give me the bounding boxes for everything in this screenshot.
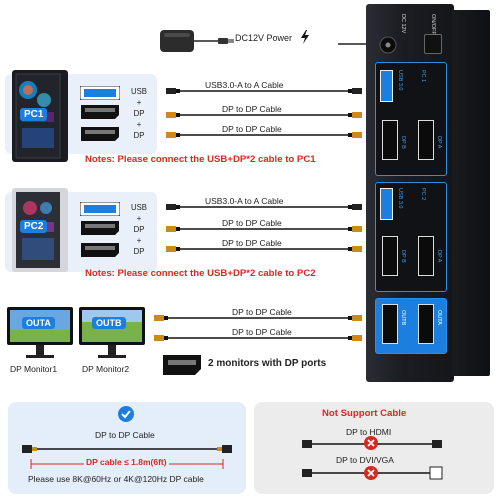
pc2-usb-port-icon bbox=[79, 201, 121, 221]
pc1-label: PC1 bbox=[20, 108, 48, 121]
pc2-dp-port-icon bbox=[80, 220, 120, 241]
kvm-pc2-dp-b-port bbox=[382, 236, 398, 276]
pc2-usb-dp-label: USB+DP+DP bbox=[130, 203, 148, 256]
kvm-dc-label: DC 12V bbox=[400, 14, 406, 34]
power-label: DC12V Power bbox=[235, 33, 293, 43]
pc2-dp-port-icon-2 bbox=[80, 242, 120, 263]
dc-jack-icon bbox=[379, 36, 397, 59]
pc1-cable-label-dp2: DP to DP Cable bbox=[222, 124, 282, 134]
monitor-cable-label-1: DP to DP Cable bbox=[232, 307, 292, 317]
support-length: DP cable ≤ 1.8m(6ft) bbox=[84, 457, 169, 467]
power-switch[interactable] bbox=[424, 34, 442, 54]
monitor-b-label: OUTB bbox=[92, 317, 126, 329]
kvm-on-off-label: ON/OFF bbox=[430, 14, 436, 35]
pc1-usb-dp-label: USB+DP+DP bbox=[130, 87, 148, 140]
support-recommend: Please use 8K@60Hz or 4K@120Hz DP cable bbox=[28, 474, 204, 484]
monitor-cable-label-2: DP to DP Cable bbox=[232, 327, 292, 337]
power-adapter-icon bbox=[158, 28, 234, 54]
kvm-pc1-label: PC 1 bbox=[420, 70, 426, 83]
support-cable-icon bbox=[20, 442, 234, 461]
pc1-cables bbox=[164, 80, 364, 155]
kvm-outa-port bbox=[418, 304, 434, 344]
monitor-a-label: OUTA bbox=[22, 317, 55, 329]
kvm-pc2-dp-a-label: DP A bbox=[436, 250, 442, 263]
kvm-right-side bbox=[452, 10, 490, 376]
pc1-usb-port-icon bbox=[79, 85, 121, 105]
pc1-cable-label-usb: USB3.0-A to A Cable bbox=[205, 80, 284, 90]
monitor-cables bbox=[152, 312, 364, 353]
pc1-cable-label-dp1: DP to DP Cable bbox=[222, 104, 282, 114]
pc1-dp-port-icon-2 bbox=[80, 126, 120, 147]
check-icon bbox=[118, 406, 134, 427]
pc2-label: PC2 bbox=[20, 220, 48, 233]
pc1-dp-port-icon bbox=[80, 104, 120, 125]
pc2-cable-label-usb: USB3.0-A to A Cable bbox=[205, 196, 284, 206]
monitors-note: 2 monitors with DP ports bbox=[208, 358, 327, 369]
kvm-pc2-dp-b-label: DP B bbox=[400, 250, 406, 263]
monitor-b-icon bbox=[78, 306, 146, 365]
kvm-usb-label-2: USB 3.0 bbox=[397, 188, 403, 209]
kvm-usb-label-1: USB 3.0 bbox=[397, 70, 403, 91]
not-support-item-1: DP to HDMI bbox=[346, 427, 392, 437]
kvm-pc2-usb-port bbox=[380, 188, 393, 220]
monitor-a-name: DP Monitor1 bbox=[10, 364, 58, 374]
kvm-pc1-dp-a-port bbox=[418, 120, 434, 160]
kvm-pc1-dp-a-label: DP A bbox=[436, 136, 442, 149]
kvm-pc2-dp-a-port bbox=[418, 236, 434, 276]
cross-icon-2 bbox=[364, 466, 378, 485]
monitor-a-icon bbox=[6, 306, 74, 365]
not-support-title: Not Support Cable bbox=[322, 408, 407, 419]
lightning-icon bbox=[300, 30, 310, 49]
pc2-tower-icon bbox=[8, 186, 74, 281]
monitor-b-name: DP Monitor2 bbox=[82, 364, 130, 374]
pc2-cable-label-dp1: DP to DP Cable bbox=[222, 218, 282, 228]
kvm-outb-port bbox=[382, 304, 398, 344]
support-title: DP to DP Cable bbox=[95, 430, 155, 440]
kvm-pc1-usb-port bbox=[380, 70, 393, 102]
pc2-cables bbox=[164, 196, 364, 271]
cross-icon-1 bbox=[364, 436, 378, 455]
pc2-note: Notes: Please connect the USB+DP*2 cable… bbox=[85, 268, 316, 279]
kvm-outa-label: OUTA bbox=[436, 310, 442, 325]
kvm-outb-label: OUTB bbox=[400, 310, 406, 326]
dp-port-icon bbox=[162, 354, 202, 381]
kvm-pc2-label: PC 2 bbox=[420, 188, 426, 201]
pc1-note: Notes: Please connect the USB+DP*2 cable… bbox=[85, 154, 316, 165]
kvm-pc1-dp-b-label: DP B bbox=[400, 136, 406, 149]
pc2-cable-label-dp2: DP to DP Cable bbox=[222, 238, 282, 248]
not-support-item-2: DP to DVI/VGA bbox=[336, 455, 394, 465]
kvm-pc1-dp-b-port bbox=[382, 120, 398, 160]
